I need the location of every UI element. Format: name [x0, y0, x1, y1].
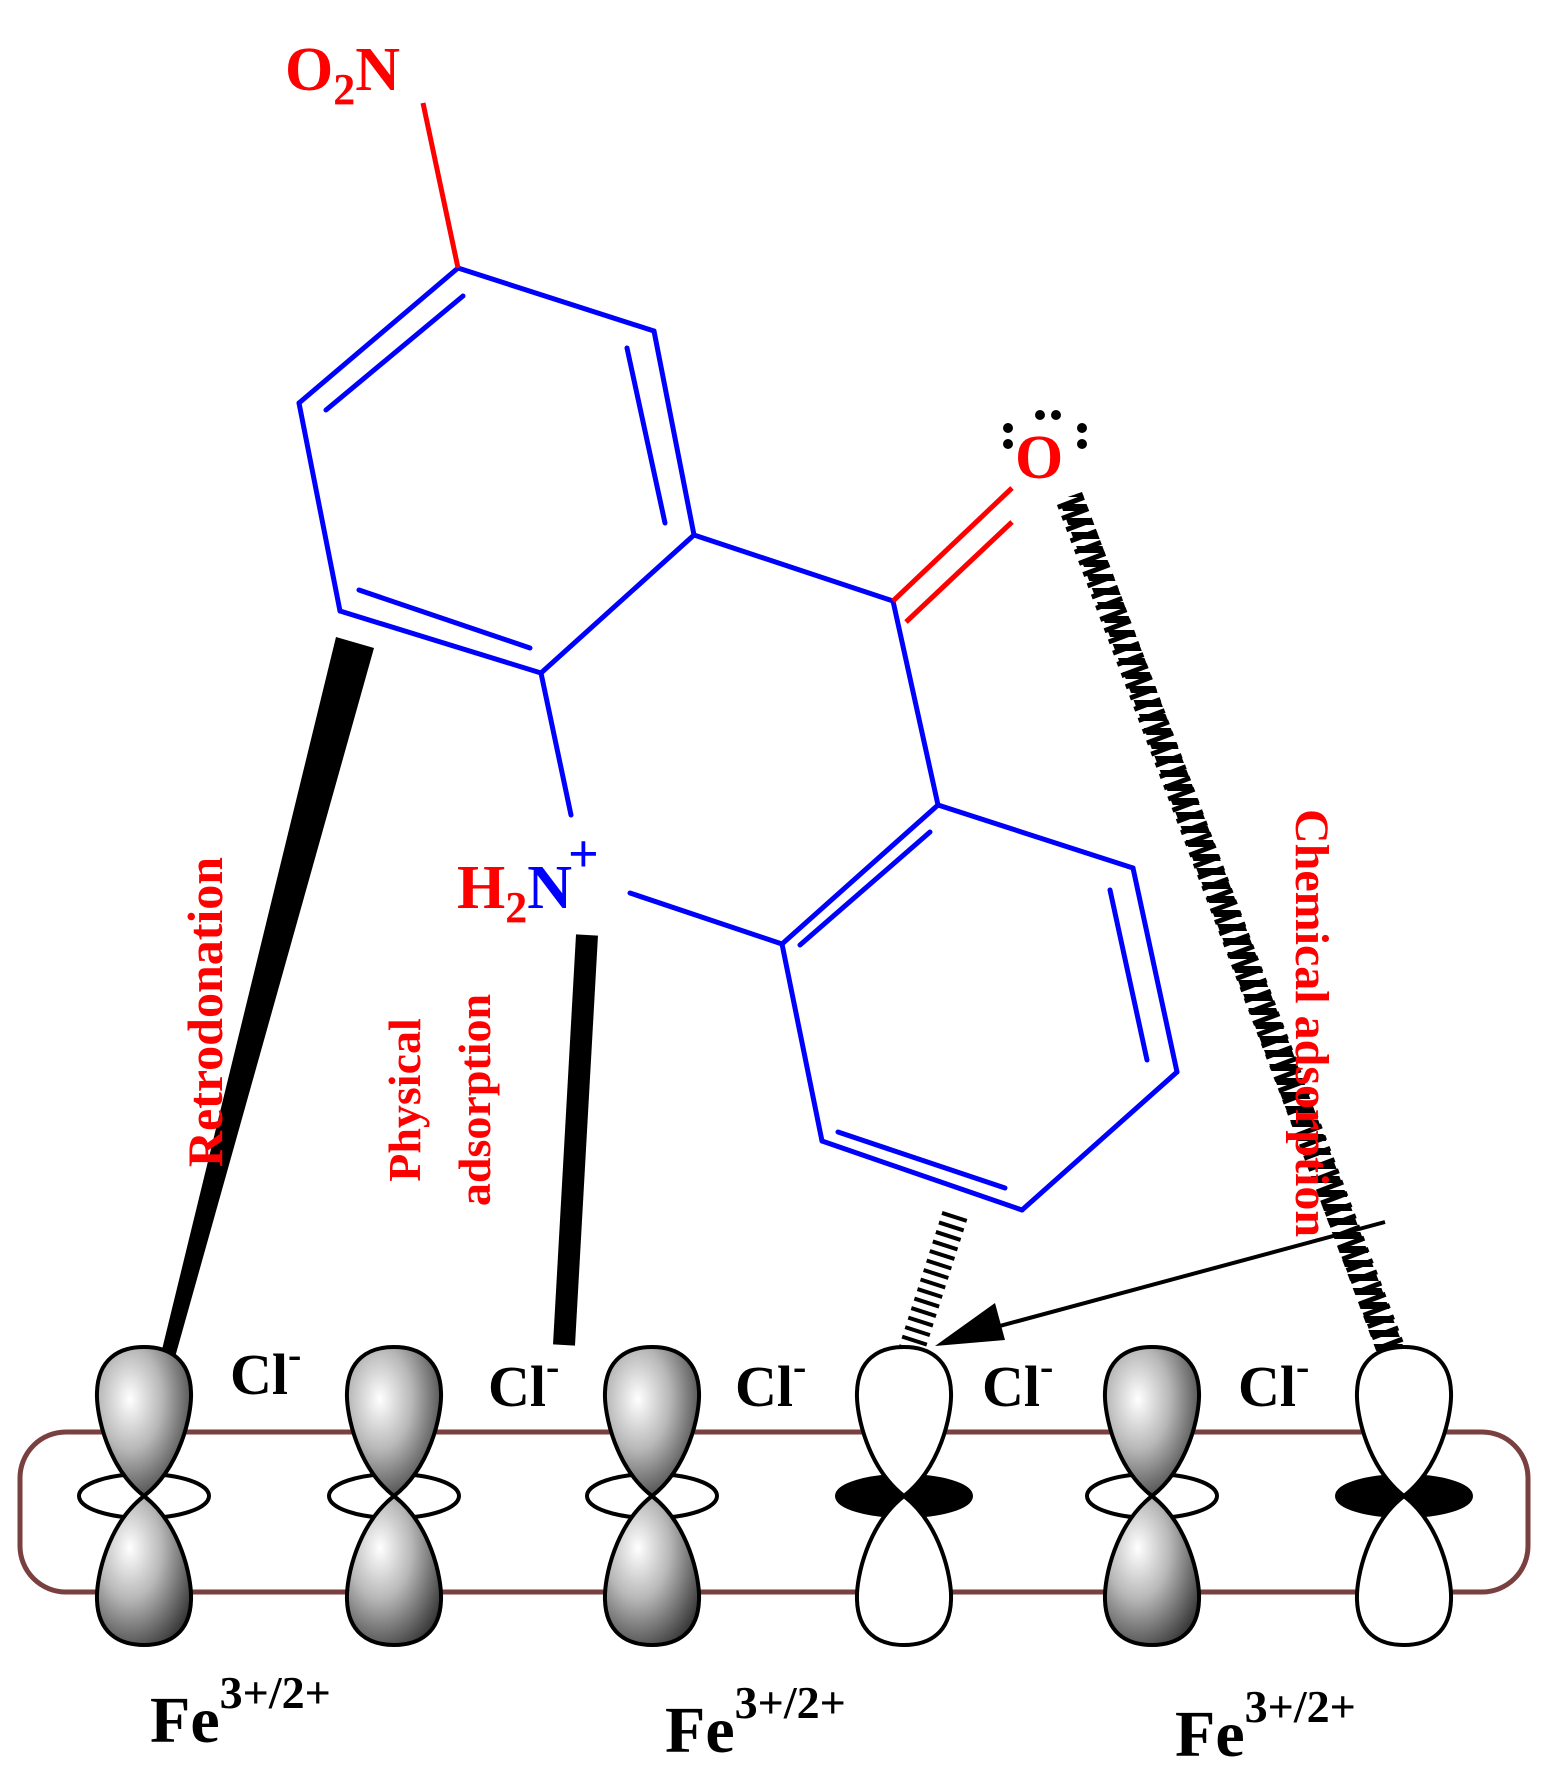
- chloride-ion-4: Cl-: [982, 1344, 1053, 1419]
- orbital-filled-3: [585, 1344, 719, 1648]
- metal-surface: [17, 1429, 1531, 1595]
- retrodonation-wedge: [158, 637, 374, 1368]
- orbital-empty-1: [835, 1344, 973, 1648]
- nitro-ring: [296, 265, 697, 676]
- carbonyl-double-bond-2: [904, 520, 1014, 624]
- carbonyl-oxygen-label: O: [1015, 424, 1063, 492]
- benzo-ring: [779, 802, 1180, 1213]
- iron-ion-label-2: Fe3+/2+: [665, 1677, 846, 1767]
- physical-adsorption-label-line1: Physical: [379, 1018, 430, 1182]
- chloride-ion-3: Cl-: [735, 1344, 806, 1419]
- chloride-ion-2: Cl-: [488, 1344, 559, 1419]
- iron-ion-label-1: Fe3+/2+: [150, 1667, 331, 1757]
- chloride-ion-5: Cl-: [1238, 1344, 1309, 1419]
- orbital-filled-1: [77, 1344, 211, 1648]
- lone-pair-dots: [1003, 410, 1087, 449]
- physical-adsorption-label-line2: adsorption: [449, 994, 500, 1206]
- ammonium-label: H2N+: [457, 824, 599, 932]
- electron-transfer-arrow-line: [984, 1220, 1386, 1332]
- electron-transfer-arrowhead: [935, 1303, 1005, 1346]
- orbital-filled-2: [327, 1344, 461, 1648]
- nh-bond-lower: [627, 890, 785, 947]
- carbonyl-double-bond-1: [891, 486, 1014, 603]
- orbital-empty-2: [1335, 1344, 1473, 1648]
- iron-ion-label-3: Fe3+/2+: [1175, 1681, 1356, 1771]
- physical-adsorption-bond: [553, 934, 598, 1346]
- carbonyl-to-ring-bond: [890, 598, 941, 808]
- nh-bond-upper: [538, 670, 574, 818]
- molecule: [296, 265, 1180, 1213]
- ring-surface-hash-lines: [892, 1211, 968, 1374]
- retrodonation-label: Retrodonation: [177, 857, 233, 1167]
- nitro-group-label: O2N: [285, 36, 400, 114]
- chemical-adsorption-label: Chemical adsorption: [1285, 809, 1338, 1237]
- nitro-bond: [420, 102, 461, 269]
- orbital-filled-4: [1085, 1344, 1219, 1648]
- ring-to-carbonyl-bond: [691, 532, 896, 604]
- chloride-ion-1: Cl-: [230, 1332, 301, 1407]
